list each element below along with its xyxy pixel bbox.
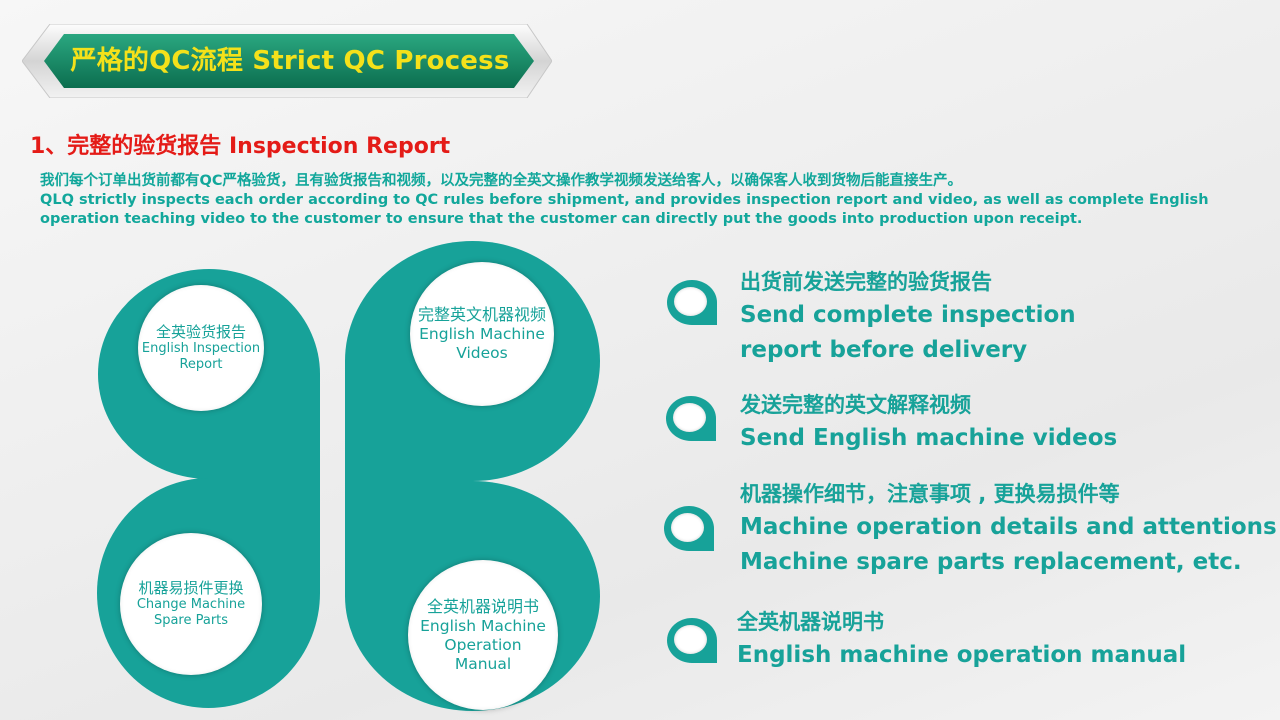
petal-label-en: Change Machine <box>136 597 246 612</box>
title-banner <box>22 24 552 98</box>
bullet-icon <box>666 396 716 441</box>
petal-label-zh: 机器易损件更换 <box>138 579 244 597</box>
bullet-zh: 出货前发送完整的验货报告 <box>740 270 992 294</box>
bullet-zh: 发送完整的英文解释视频 <box>740 393 971 417</box>
bullet-zh: 机器操作细节，注意事项 , 更换易损件等 <box>740 482 1120 506</box>
intro-en-line-1: QLQ strictly inspects each order accordi… <box>40 192 1209 208</box>
bullet-item-1: 出货前发送完整的验货报告 Send complete inspection re… <box>740 266 1076 368</box>
petal-label-spare-parts: 机器易损件更换 Change Machine Spare Parts <box>120 533 262 675</box>
bullet-icon <box>667 280 717 325</box>
bullet-item-3: 机器操作细节，注意事项 , 更换易损件等 Machine operation d… <box>740 478 1277 580</box>
bullet-en: report before delivery <box>740 337 1028 363</box>
petal-label-en: Operation <box>444 635 522 654</box>
petal-label-en: English Machine <box>420 616 546 635</box>
intro-text: 我们每个订单出货前都有QC严格验货，且有验货报告和视频，以及完整的全英文操作教学… <box>40 172 1240 229</box>
intro-en-line-2: operation teaching video to the customer… <box>40 211 1083 227</box>
petal-label-zh: 全英验货报告 <box>155 323 246 341</box>
page-title: 严格的QC流程 Strict QC Process <box>70 46 510 76</box>
petal-label-en: Videos <box>456 344 508 362</box>
bullet-icon <box>664 506 714 551</box>
bullet-en: English machine operation manual <box>737 642 1187 668</box>
petal-label-en: Manual <box>454 654 512 673</box>
petal-label-en: English Machine <box>419 325 545 343</box>
section-title: 1、完整的验货报告 Inspection Report <box>30 134 451 159</box>
bullet-en: Machine spare parts replacement, etc. <box>740 549 1242 575</box>
bullet-item-4: 全英机器说明书 English machine operation manual <box>737 606 1186 673</box>
petal-label-en: English Inspection <box>141 341 261 356</box>
bullet-icon <box>667 618 717 663</box>
bullet-en: Send English machine videos <box>740 425 1118 451</box>
petal-label-en: Spare Parts <box>153 613 229 628</box>
petal-label-en: Report <box>179 357 223 372</box>
petal-label-zh: 完整英文机器视频 <box>417 305 546 324</box>
petal-label-zh: 全英机器说明书 <box>426 596 539 616</box>
petal-label-operation-manual: 全英机器说明书 English Machine Operation Manual <box>408 560 558 710</box>
bullet-en: Machine operation details and attentions <box>740 514 1277 540</box>
bullet-item-2: 发送完整的英文解释视频 Send English machine videos <box>740 389 1117 456</box>
petal-label-machine-videos: 完整英文机器视频 English Machine Videos <box>410 262 554 406</box>
bullet-en: Send complete inspection <box>740 302 1076 328</box>
petal-label-inspection-report: 全英验货报告 English Inspection Report <box>138 285 264 411</box>
intro-zh: 我们每个订单出货前都有QC严格验货，且有验货报告和视频，以及完整的全英文操作教学… <box>40 173 962 189</box>
bullet-zh: 全英机器说明书 <box>737 610 884 634</box>
